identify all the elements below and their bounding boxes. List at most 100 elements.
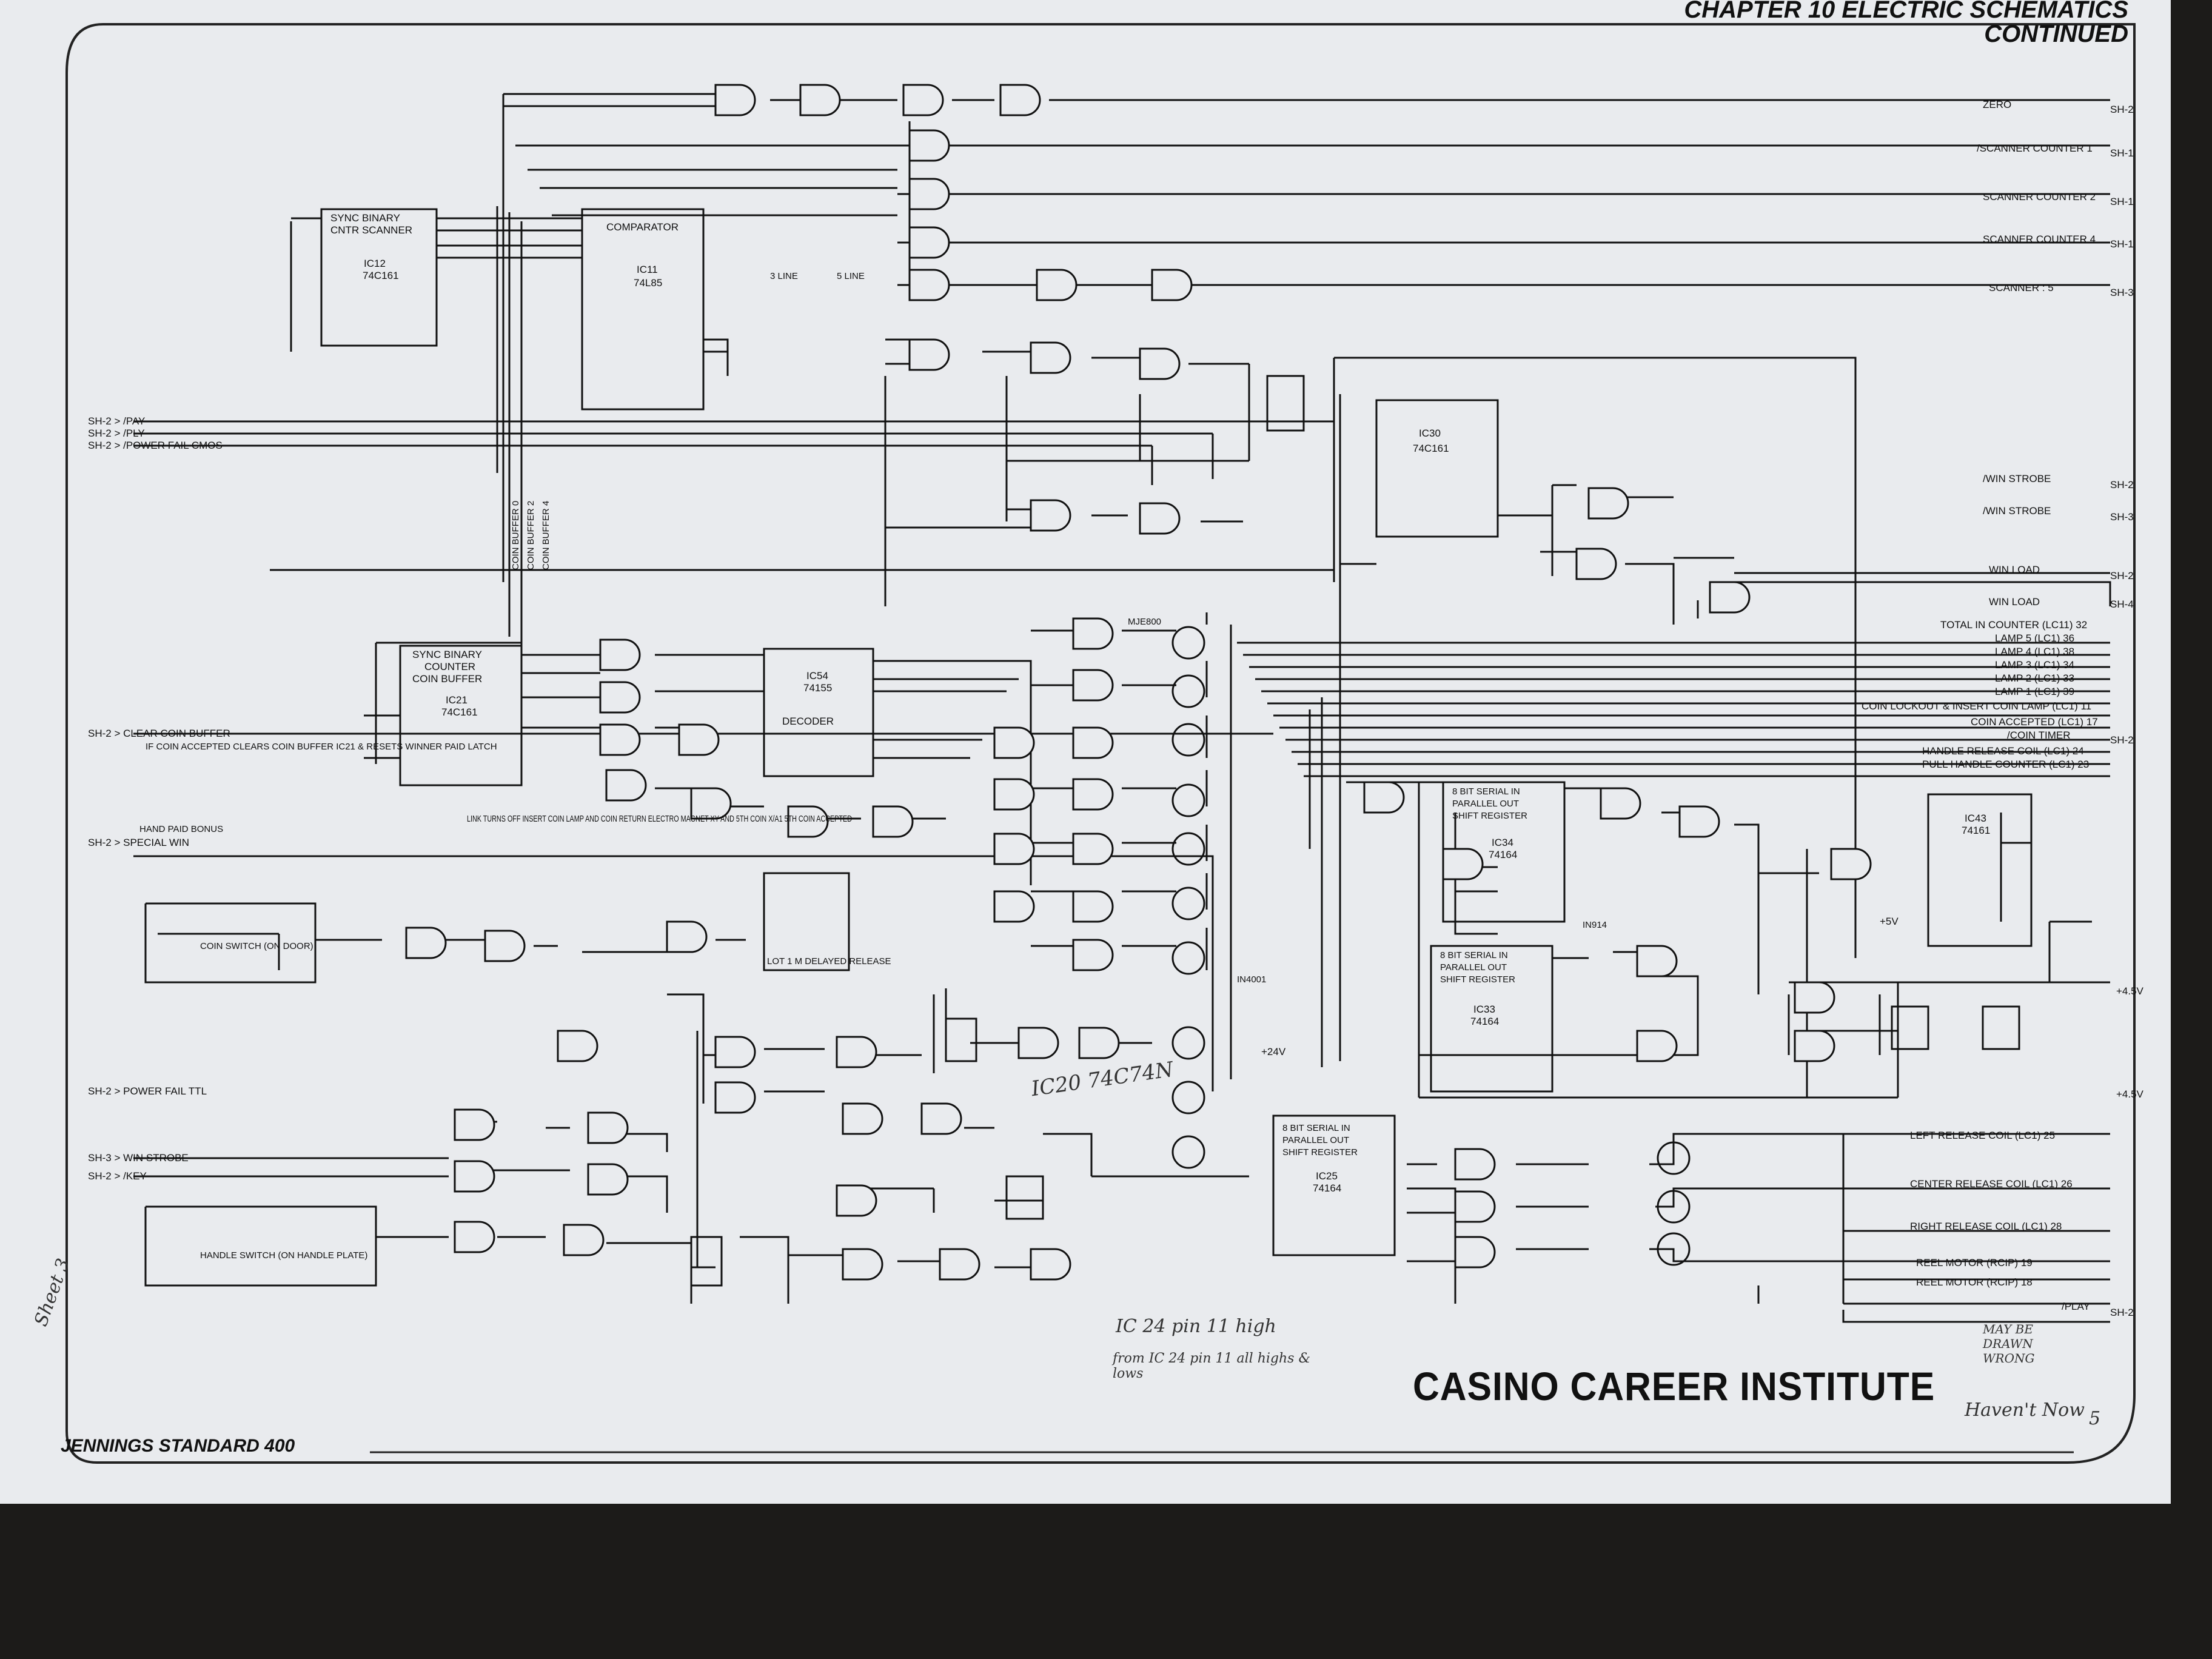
check-note: Haven't Now: [1965, 1399, 2085, 1421]
svg-text:IC21: IC21: [446, 694, 468, 706]
svg-text:IC54: IC54: [806, 670, 828, 682]
output-scanner-counter-2: SCANNER COUNTER 2: [1983, 191, 2096, 203]
svg-text:PARALLEL OUT: PARALLEL OUT: [1440, 962, 1507, 973]
coin-buffer-2-label: COIN BUFFER 2: [526, 501, 536, 570]
hand-paid-note: HAND PAID BONUS: [139, 824, 223, 834]
wiring: [133, 93, 2111, 1323]
output-win-load-1: WIN LOAD: [1989, 564, 2040, 575]
svg-text:74164: 74164: [1313, 1182, 1341, 1194]
output-zero: ZERO: [1983, 99, 2011, 110]
svg-text:IC25: IC25: [1316, 1170, 1338, 1182]
output-scanner-counter-4-ref: SH-1: [2110, 238, 2134, 250]
input-power-fail-ttl-label: SH-2 > POWER FAIL TTL: [88, 1085, 207, 1097]
output-scanner-counter-1-ref: SH-1: [2110, 147, 2134, 159]
svg-text:74L85: 74L85: [634, 277, 662, 289]
output-win-strobe-2-ref: SH-3: [2110, 511, 2134, 523]
output-win-strobe-1-ref: SH-2: [2110, 479, 2134, 491]
drawn-wrong-note: MAY BE DRAWN WRONG: [1983, 1322, 2035, 1366]
coin-buffer-4-label: COIN BUFFER 4: [541, 501, 551, 570]
output-center-release-coil: CENTER RELEASE COIL (LC1) 26: [1910, 1178, 2073, 1190]
left-inputs: SH-2 > /PAY SH-2 > /PLY SH-2 > /POWER FA…: [88, 271, 891, 1261]
input-key-label: SH-2 > /KEY: [88, 1170, 147, 1182]
svg-text:IC12: IC12: [364, 258, 386, 269]
clear-coin-note: IF COIN ACCEPTED CLEARS COIN BUFFER IC21…: [146, 742, 497, 752]
output-lamp-5: LAMP 5 (LC1) 36: [1995, 632, 2074, 644]
transistor-label: MJE800: [1128, 617, 1161, 627]
right-outputs: ZERO SH-2 /SCANNER COUNTER 1 SH-1 SCANNE…: [1128, 99, 2144, 1318]
svg-text:COMPARATOR: COMPARATOR: [606, 221, 679, 233]
input-clear-coin-buffer-label: SH-2 > CLEAR COIN BUFFER: [88, 728, 230, 739]
input-pay-label: SH-2 > /PAY: [88, 415, 145, 427]
svg-text:SYNC BINARY: SYNC BINARY: [330, 212, 400, 224]
output-lamp-3: LAMP 3 (LC1) 34: [1995, 659, 2074, 671]
input-power-fail-cmos-label: SH-2 > /POWER FAIL CMOS: [88, 440, 223, 451]
output-scanner-counter-1: /SCANNER COUNTER 1: [1977, 142, 2093, 154]
ic24-note2: from IC 24 pin 11 all highs & lows: [1113, 1351, 1311, 1381]
svg-text:CNTR SCANNER: CNTR SCANNER: [330, 224, 412, 236]
output-right-release-coil: RIGHT RELEASE COIL (LC1) 28: [1910, 1221, 2062, 1232]
svg-text:74164: 74164: [1489, 849, 1517, 860]
svg-text:SYNC BINARY: SYNC BINARY: [412, 649, 482, 660]
svg-text:IC11: IC11: [637, 264, 658, 275]
chapter-title: CHAPTER 10 ELECTRIC SCHEMATICS CONTINUED: [1684, 0, 2128, 46]
output-lamp-4: LAMP 4 (LC1) 38: [1995, 646, 2074, 657]
output-lamp-1: LAMP 1 (LC1) 39: [1995, 686, 2074, 697]
svg-text:COIN BUFFER: COIN BUFFER: [412, 673, 482, 685]
logic-gates: [405, 84, 1872, 1281]
chapter-title-line2: CONTINUED: [1984, 21, 2128, 47]
ic-boxes: [320, 208, 2033, 1256]
output-scanner-5: SCANNER : 5: [1989, 282, 2054, 293]
svg-text:SHIFT REGISTER: SHIFT REGISTER: [1452, 811, 1527, 821]
supply-4v5: +4.5V: [2116, 985, 2144, 997]
output-coin-timer: /COIN TIMER: [2007, 729, 2071, 741]
output-total-in-counter: TOTAL IN COUNTER (LC11) 32: [1940, 619, 2087, 631]
handle-switch-label: HANDLE SWITCH (ON HANDLE PLATE): [200, 1250, 367, 1261]
svg-text:IC34: IC34: [1492, 837, 1513, 848]
delayed-release-label: LOT 1 M DELAYED RELEASE: [767, 956, 891, 967]
svg-text:IC30: IC30: [1419, 427, 1441, 439]
output-scanner-counter-2-ref: SH-1: [2110, 196, 2134, 207]
svg-text:74C161: 74C161: [441, 706, 478, 718]
output-reel-motor-18: REEL MOTOR (RCIP) 18: [1916, 1276, 2033, 1288]
svg-text:SHIFT REGISTER: SHIFT REGISTER: [1440, 974, 1515, 985]
output-win-load-1-ref: SH-2: [2110, 570, 2134, 581]
institute-name: CASINO CAREER INSTITUTE: [1413, 1364, 1936, 1409]
output-handle-release-coil: HANDLE RELEASE COIL (LC1) 24: [1922, 745, 2084, 757]
output-zero-ref: SH-2: [2110, 104, 2134, 115]
svg-text:74C161: 74C161: [363, 270, 399, 281]
diode-label: IN914: [1583, 920, 1607, 930]
svg-text:PARALLEL OUT: PARALLEL OUT: [1282, 1135, 1349, 1145]
output-scanner-counter-4: SCANNER COUNTER 4: [1983, 233, 2096, 245]
page-number: 5: [2089, 1408, 2101, 1429]
svg-text:74155: 74155: [803, 682, 832, 694]
svg-text:DECODER: DECODER: [782, 716, 834, 727]
output-win-load-2-ref: SH-4: [2110, 598, 2134, 610]
output-coin-timer-ref: SH-2: [2110, 734, 2134, 746]
schematic-labels: SYNC BINARY CNTR SCANNER IC12 74C161 COM…: [330, 212, 1990, 1194]
svg-text:74164: 74164: [1470, 1016, 1499, 1027]
output-scanner-5-ref: SH-3: [2110, 287, 2134, 298]
output-win-strobe-1: /WIN STROBE: [1983, 473, 2051, 484]
input-win-strobe-label: SH-3 > WIN STROBE: [88, 1152, 189, 1164]
output-reel-motor-19: REEL MOTOR (RCIP) 19: [1916, 1257, 2033, 1269]
output-lamp-2: LAMP 2 (LC1) 33: [1995, 672, 2074, 684]
ic24-note: IC 24 pin 11 high: [1116, 1316, 1276, 1337]
link-note: LINK TURNS OFF INSERT COIN LAMP AND COIN…: [467, 813, 852, 823]
output-coin-accepted: COIN ACCEPTED (LC1) 17: [1971, 716, 2098, 728]
input-special-win-label: SH-2 > SPECIAL WIN: [88, 837, 189, 848]
output-left-release-coil: LEFT RELEASE COIL (LC1) 25: [1910, 1130, 2055, 1141]
coin-switch-label: COIN SWITCH (ON DOOR): [200, 941, 313, 951]
svg-text:SHIFT REGISTER: SHIFT REGISTER: [1282, 1147, 1358, 1158]
svg-text:PARALLEL OUT: PARALLEL OUT: [1452, 799, 1519, 809]
diode2-label: IN4001: [1237, 974, 1266, 985]
model-name: JENNINGS STANDARD 400: [61, 1436, 295, 1456]
svg-text:IC33: IC33: [1473, 1004, 1495, 1015]
line-5-label: 5 LINE: [837, 271, 865, 281]
supply-4v5-2: +4.5V: [2116, 1088, 2144, 1100]
coin-buffer-0-label: COIN BUFFER 0: [511, 501, 521, 570]
svg-text:74C161: 74C161: [1413, 443, 1449, 454]
svg-text:8 BIT SERIAL IN: 8 BIT SERIAL IN: [1452, 786, 1520, 797]
line-3-label: 3 LINE: [770, 271, 798, 281]
svg-text:74161: 74161: [1962, 825, 1990, 836]
